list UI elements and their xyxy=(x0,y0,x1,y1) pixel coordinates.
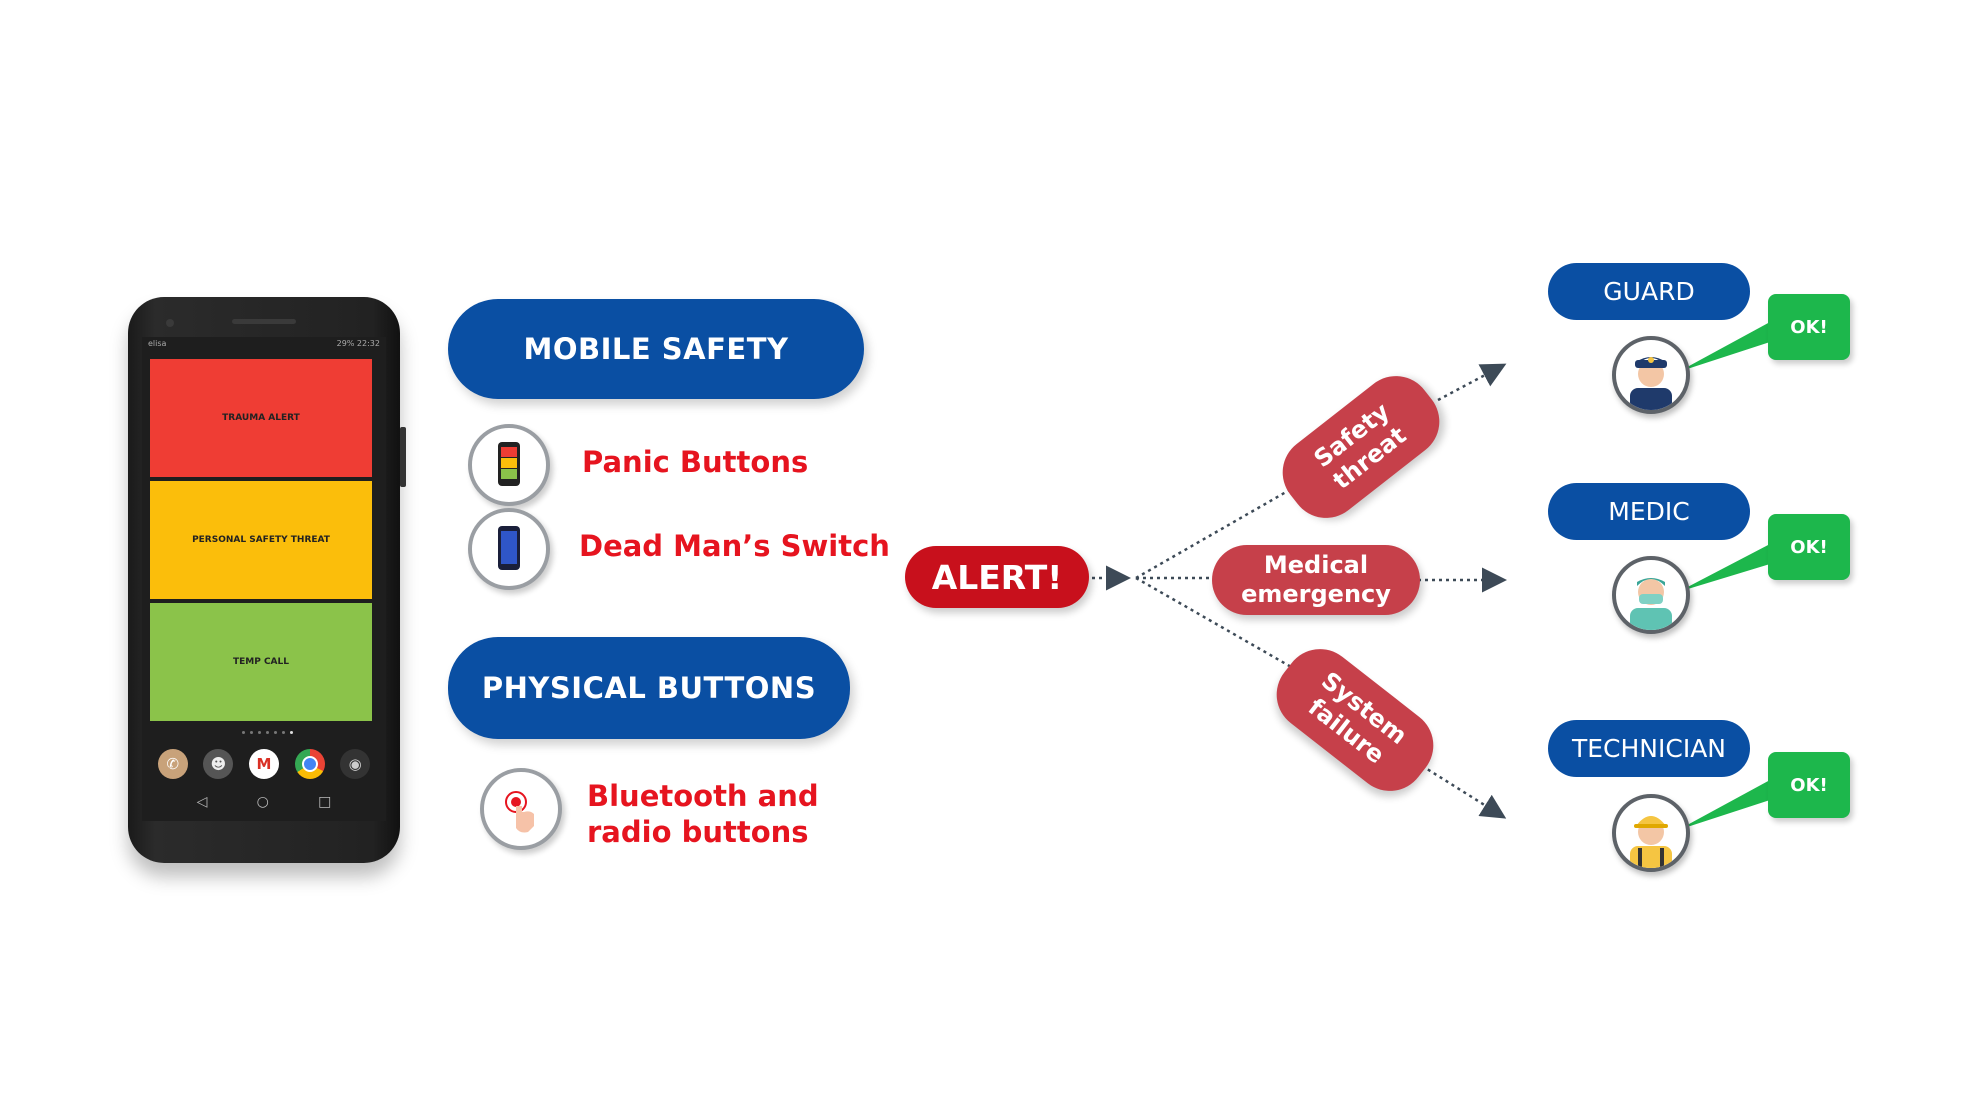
mobile-safety-label: MOBILE SAFETY xyxy=(448,299,864,399)
app-dock: ✆ ☻ M ◉ xyxy=(150,747,378,781)
contacts-app-icon[interactable]: ☻ xyxy=(203,749,234,779)
recents-icon[interactable]: □ xyxy=(318,794,332,810)
medic-avatar-icon xyxy=(1612,556,1690,634)
bluetooth-line-1: Bluetooth and xyxy=(587,779,819,813)
guard-avatar-icon xyxy=(1612,336,1690,414)
medical-emergency-label: Medical emergency xyxy=(1212,545,1420,615)
phone-screen: elisa 29% 22:32 TRAUMA ALERT PERSONAL SA… xyxy=(142,337,386,821)
status-battery-time: 29% 22:32 xyxy=(336,339,380,348)
status-bar: elisa 29% 22:32 xyxy=(148,339,380,351)
camera-app-icon[interactable]: ◉ xyxy=(340,749,371,779)
panic-buttons-label: Panic Buttons xyxy=(582,445,809,479)
smartphone: elisa 29% 22:32 TRAUMA ALERT PERSONAL SA… xyxy=(128,297,406,863)
trauma-alert-button[interactable]: TRAUMA ALERT xyxy=(150,359,372,477)
carrier-label: elisa xyxy=(148,339,167,348)
medic-ok-badge: OK! xyxy=(1768,514,1850,580)
arrow-technician xyxy=(1415,760,1507,819)
bluetooth-button-icon xyxy=(480,768,562,850)
guard-ok-pointer xyxy=(1678,322,1770,372)
phone-app-icon[interactable]: ✆ xyxy=(157,749,188,779)
dead-mans-switch-label: Dead Man’s Switch xyxy=(579,529,890,563)
medic-ok-pointer xyxy=(1678,544,1770,592)
dead-mans-switch-phone-icon xyxy=(468,508,550,590)
guard-label: GUARD xyxy=(1548,263,1750,320)
physical-buttons-label: PHYSICAL BUTTONS xyxy=(448,637,850,739)
phone-side-button xyxy=(400,427,406,487)
guard-ok-badge: OK! xyxy=(1768,294,1850,360)
phone-camera xyxy=(166,319,174,327)
medic-label: MEDIC xyxy=(1548,483,1750,540)
arrow-guard xyxy=(1437,363,1507,402)
bluetooth-line-2: radio buttons xyxy=(587,815,809,849)
bluetooth-radio-label: Bluetooth and radio buttons xyxy=(587,778,819,850)
chrome-app-icon[interactable] xyxy=(294,749,325,779)
technician-label: TECHNICIAN xyxy=(1548,720,1750,777)
back-icon[interactable]: ◁ xyxy=(196,794,208,810)
technician-avatar-icon xyxy=(1612,794,1690,872)
alert-label: ALERT! xyxy=(905,546,1089,608)
home-icon[interactable]: ○ xyxy=(256,794,269,810)
temp-call-button[interactable]: TEMP CALL xyxy=(150,603,372,721)
page-indicator xyxy=(237,731,297,737)
technician-ok-pointer xyxy=(1678,780,1770,830)
personal-safety-threat-button[interactable]: PERSONAL SAFETY THREAT xyxy=(150,481,372,599)
medical-line-2: emergency xyxy=(1241,580,1391,608)
panic-phone-icon xyxy=(468,424,550,506)
medical-line-1: Medical xyxy=(1263,551,1369,579)
nav-bar: ◁ ○ □ xyxy=(172,791,356,813)
technician-ok-badge: OK! xyxy=(1768,752,1850,818)
gmail-app-icon[interactable]: M xyxy=(248,749,279,779)
phone-speaker xyxy=(232,319,296,324)
